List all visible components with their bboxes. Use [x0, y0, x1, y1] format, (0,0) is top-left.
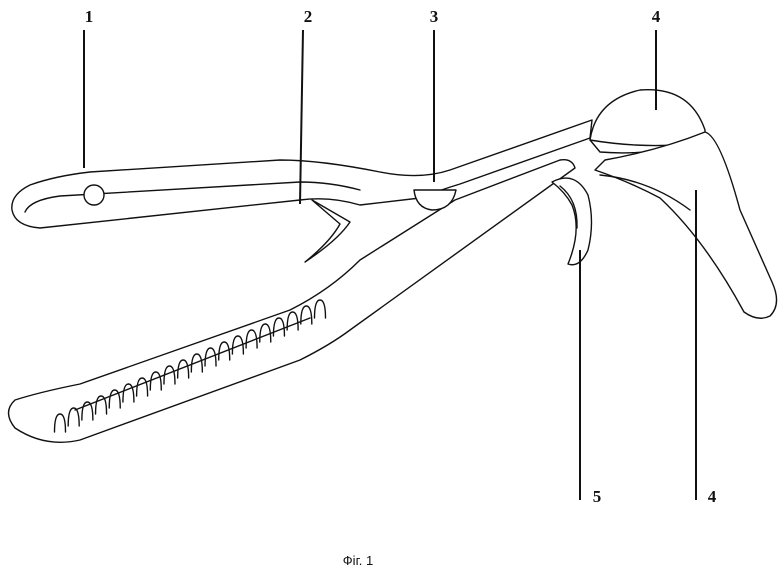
- grip-tooth: [163, 365, 176, 385]
- grip-tooth: [81, 401, 94, 421]
- figure-caption: Фіг. 1: [343, 553, 373, 568]
- label-3: 3: [430, 7, 439, 26]
- grip-tooth: [108, 389, 121, 409]
- label-4-bottom: 4: [708, 487, 717, 506]
- label-1: 1: [85, 7, 94, 26]
- label-2: 2: [304, 7, 313, 26]
- inner-arm: [304, 199, 351, 263]
- grip-tooth: [245, 329, 258, 349]
- grip-tooth: [300, 305, 313, 325]
- grip-tooth: [218, 341, 231, 361]
- grip-tooth: [313, 299, 327, 319]
- grip-tooth: [231, 335, 245, 355]
- grip-tooth: [67, 407, 80, 427]
- grip-tooth: [259, 323, 272, 343]
- label-4-top: 4: [652, 7, 661, 26]
- leader-lines: [83, 29, 697, 500]
- grip-tooth: [135, 377, 149, 397]
- grip-tooth: [204, 347, 217, 367]
- grip-tooth: [272, 317, 286, 337]
- hook: [551, 177, 593, 266]
- grip-tooth: [149, 371, 162, 391]
- grip-tooth: [286, 311, 299, 331]
- ring-opening: [83, 184, 105, 206]
- grip-tooth: [176, 359, 190, 379]
- handle-serration: [53, 299, 327, 433]
- lower-blade: [594, 131, 778, 319]
- upper-handle: [11, 119, 593, 229]
- grip-tooth: [190, 353, 204, 373]
- grip-tooth: [122, 383, 135, 403]
- label-5: 5: [593, 487, 602, 506]
- pivot-joint: [413, 189, 457, 211]
- grip-tooth: [94, 395, 108, 415]
- grip-tooth: [53, 413, 67, 433]
